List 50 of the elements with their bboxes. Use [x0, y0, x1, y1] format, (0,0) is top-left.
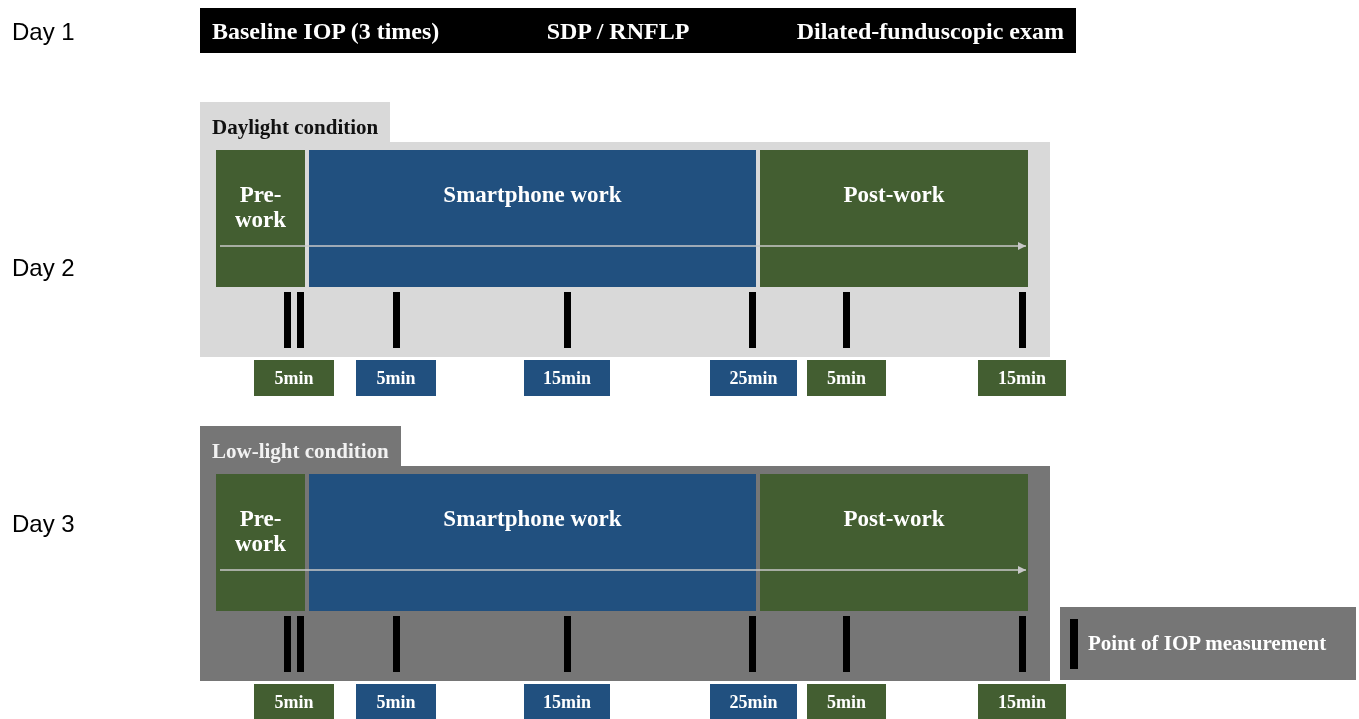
phase-label: Pre-work: [233, 182, 288, 232]
time-badge: [710, 684, 797, 719]
time-label: 15min: [998, 690, 1046, 714]
condition-panel: [200, 426, 1050, 681]
time-label: 5min: [376, 690, 416, 714]
condition-panel: [200, 102, 1050, 357]
phase-box: [309, 150, 756, 287]
time-badge: [524, 684, 610, 719]
procedure-bar: [200, 8, 1076, 53]
phase-box: [309, 474, 756, 611]
time-label: 15min: [998, 366, 1046, 390]
time-badge: [807, 360, 886, 396]
phase-label: Smartphone work: [443, 506, 622, 531]
day-label: Day 3: [12, 509, 75, 539]
condition-tab: Low-light condition: [200, 426, 401, 466]
time-label: 5min: [274, 366, 314, 390]
phase-box: [760, 474, 1028, 611]
time-label: 5min: [827, 366, 866, 390]
time-badge: [254, 360, 334, 396]
time-badge: [356, 360, 436, 396]
phase-label: Pre-work: [233, 506, 288, 556]
time-label: 5min: [274, 690, 314, 714]
procedure-label: SDP / RNFLP: [546, 16, 690, 46]
time-label: 25min: [729, 366, 778, 390]
phase-box: [216, 474, 305, 611]
time-badge: [710, 360, 797, 396]
time-label: 25min: [729, 690, 778, 714]
day-label: Day 2: [12, 253, 75, 283]
phase-label: Post-work: [843, 182, 945, 207]
time-badge: [978, 684, 1066, 719]
procedure-label: Baseline IOP (3 times): [212, 16, 440, 46]
time-badge: [524, 360, 610, 396]
time-label: 15min: [543, 366, 591, 390]
timeline-arrow: [308, 566, 1027, 574]
procedure-label: Dilated-funduscopic exam: [796, 16, 1064, 46]
phase-label: Post-work: [843, 506, 945, 531]
time-badge: [978, 360, 1066, 396]
time-label: 5min: [827, 690, 866, 714]
time-badge: [356, 684, 436, 719]
time-label: 15min: [543, 690, 591, 714]
time-label: 5min: [376, 366, 416, 390]
condition-tab: Daylight condition: [200, 102, 391, 142]
time-badge: [807, 684, 886, 719]
phase-label: Smartphone work: [443, 182, 622, 207]
phase-box: [216, 150, 305, 287]
day-label: Day 1: [12, 17, 75, 47]
phase-box: [760, 150, 1028, 287]
legend-text: Point of IOP measurement: [1088, 629, 1327, 657]
time-badge: [254, 684, 334, 719]
timeline-arrow: [308, 242, 1027, 250]
